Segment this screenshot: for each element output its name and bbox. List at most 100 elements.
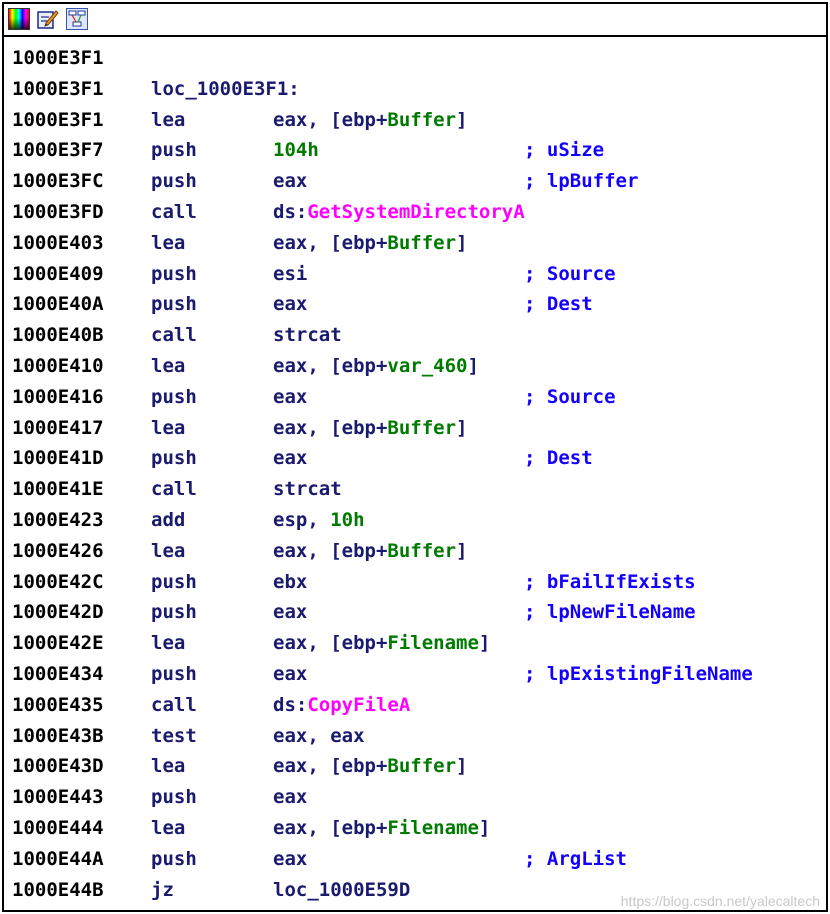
operands[interactable]: ebx (273, 567, 307, 598)
operands[interactable]: eax (273, 659, 307, 690)
address[interactable]: 1000E403 (12, 231, 104, 254)
variable-name[interactable]: Buffer (387, 755, 457, 778)
address[interactable]: 1000E409 (12, 262, 104, 285)
address[interactable]: 1000E42D (12, 601, 104, 624)
operands[interactable]: strcat (273, 320, 342, 351)
address[interactable]: 1000E423 (12, 508, 104, 531)
mnemonic[interactable]: push (151, 786, 197, 809)
variable-name[interactable]: Buffer (387, 108, 457, 131)
mnemonic[interactable]: lea (151, 231, 186, 254)
operands[interactable]: ds:CopyFileA (273, 690, 410, 721)
operands[interactable]: eax, [ebp+Filename] (273, 628, 490, 659)
operands[interactable]: eax, [ebp+Buffer] (273, 413, 467, 444)
mnemonic[interactable]: lea (151, 416, 186, 439)
mnemonic[interactable]: lea (151, 354, 186, 377)
mnemonic[interactable]: push (151, 662, 197, 685)
operands[interactable]: strcat (273, 474, 342, 505)
immediate-value[interactable]: 10h (330, 508, 365, 531)
variable-name[interactable]: Filename (387, 632, 479, 655)
mnemonic[interactable]: call (151, 200, 197, 223)
mnemonic[interactable]: call (151, 324, 197, 347)
operand-text: eax, [ebp+ (273, 231, 388, 254)
operands[interactable]: eax, [ebp+var_460] (273, 351, 479, 382)
address[interactable]: 1000E43D (12, 755, 104, 778)
mnemonic[interactable]: lea (151, 108, 186, 131)
address[interactable]: 1000E40B (12, 324, 104, 347)
address[interactable]: 1000E42E (12, 632, 104, 655)
api-name[interactable]: GetSystemDirectoryA (307, 200, 525, 223)
address[interactable]: 1000E42C (12, 570, 104, 593)
operand-text: eax, eax (273, 724, 365, 747)
address[interactable]: 1000E3F1 (12, 77, 104, 100)
mnemonic[interactable]: test (151, 724, 197, 747)
immediate-value[interactable]: 104h (273, 139, 319, 162)
mnemonic[interactable]: lea (151, 539, 186, 562)
operands[interactable]: eax, [ebp+Buffer] (273, 105, 467, 136)
mnemonic[interactable]: lea (151, 632, 186, 655)
operands[interactable]: eax (273, 782, 307, 813)
address[interactable]: 1000E43B (12, 724, 104, 747)
address[interactable]: 1000E444 (12, 816, 104, 839)
mnemonic[interactable]: push (151, 293, 197, 316)
operands[interactable]: eax (273, 166, 307, 197)
operands[interactable]: eax, [ebp+Buffer] (273, 228, 467, 259)
mnemonic[interactable]: push (151, 601, 197, 624)
operand-text: eax, [ebp+ (273, 108, 388, 131)
address[interactable]: 1000E41D (12, 447, 104, 470)
address[interactable]: 1000E416 (12, 385, 104, 408)
address[interactable]: 1000E44B (12, 878, 104, 901)
address[interactable]: 1000E40A (12, 293, 104, 316)
operands[interactable]: 104h (273, 135, 319, 166)
address[interactable]: 1000E435 (12, 693, 104, 716)
graph-overview-icon[interactable] (66, 8, 88, 30)
operands[interactable]: esi (273, 259, 307, 290)
address[interactable]: 1000E434 (12, 662, 104, 685)
mnemonic[interactable]: push (151, 170, 197, 193)
mnemonic[interactable]: lea (151, 755, 186, 778)
operands[interactable]: eax (273, 844, 307, 875)
operands[interactable]: eax (273, 443, 307, 474)
mnemonic[interactable]: push (151, 262, 197, 285)
mnemonic[interactable]: lea (151, 816, 186, 839)
operands[interactable]: esp, 10h (273, 505, 365, 536)
variable-name[interactable]: Buffer (387, 231, 457, 254)
code-label[interactable]: loc_1000E3F1: (151, 77, 300, 100)
operands[interactable]: loc_1000E59D (273, 875, 410, 906)
mnemonic[interactable]: push (151, 385, 197, 408)
address[interactable]: 1000E44A (12, 847, 104, 870)
operands[interactable]: eax, [ebp+Buffer] (273, 536, 467, 567)
address[interactable]: 1000E3F1 (12, 47, 104, 69)
mnemonic[interactable]: call (151, 693, 197, 716)
color-palette-icon[interactable] (8, 8, 30, 30)
address[interactable]: 1000E3F7 (12, 139, 104, 162)
variable-name[interactable]: Filename (387, 816, 479, 839)
operands[interactable]: eax, [ebp+Filename] (273, 813, 490, 844)
address[interactable]: 1000E41E (12, 478, 104, 501)
variable-name[interactable]: Buffer (387, 416, 457, 439)
mnemonic[interactable]: call (151, 478, 197, 501)
address[interactable]: 1000E417 (12, 416, 104, 439)
address[interactable]: 1000E3F1 (12, 108, 104, 131)
operands[interactable]: eax (273, 597, 307, 628)
mnemonic[interactable]: push (151, 847, 197, 870)
address[interactable]: 1000E426 (12, 539, 104, 562)
api-name[interactable]: CopyFileA (307, 693, 411, 716)
operands[interactable]: ds:GetSystemDirectoryA (273, 197, 525, 228)
mnemonic[interactable]: jz (151, 878, 174, 901)
operands[interactable]: eax (273, 382, 307, 413)
operands[interactable]: eax, [ebp+Buffer] (273, 751, 467, 782)
mnemonic[interactable]: push (151, 447, 197, 470)
variable-name[interactable]: Buffer (387, 539, 457, 562)
operands[interactable]: eax, eax (273, 721, 365, 752)
address[interactable]: 1000E443 (12, 786, 104, 809)
mnemonic[interactable]: push (151, 570, 197, 593)
edit-pencil-icon[interactable] (37, 8, 59, 30)
mnemonic[interactable]: push (151, 139, 197, 162)
address[interactable]: 1000E3FC (12, 170, 104, 193)
operand-text: ] (478, 816, 491, 839)
variable-name[interactable]: var_460 (387, 354, 468, 377)
mnemonic[interactable]: add (151, 508, 186, 531)
address[interactable]: 1000E410 (12, 354, 104, 377)
address[interactable]: 1000E3FD (12, 200, 104, 223)
operands[interactable]: eax (273, 289, 307, 320)
